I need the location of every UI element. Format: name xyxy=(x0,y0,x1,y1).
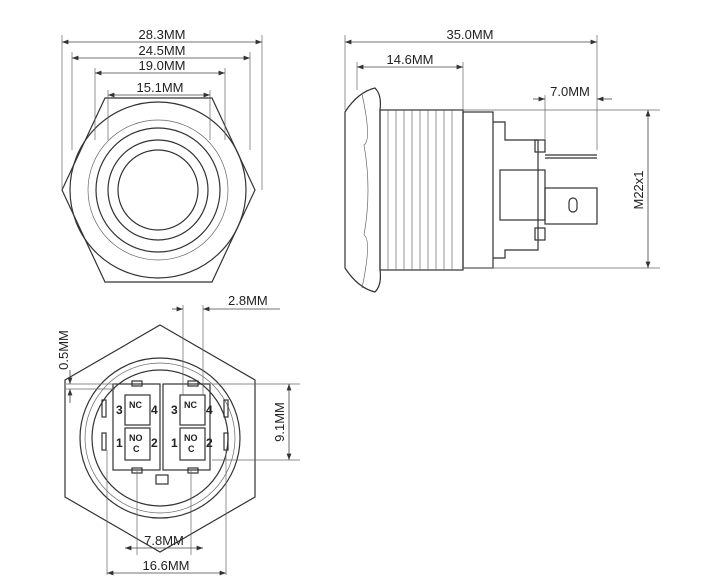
thread-spec: M22x1 xyxy=(631,170,646,209)
terminal-c-left: C xyxy=(133,444,140,454)
terminal-1-right: 1 xyxy=(171,436,178,450)
dim-2-8: 2.8MM xyxy=(228,293,268,308)
side-view: 35.0MM 14.6MM 7.0MM M22x1 xyxy=(344,27,660,293)
terminal-c-right: C xyxy=(188,444,195,454)
terminal-nc-right: NC xyxy=(184,400,197,410)
bottom-view: 3 NC 4 1 NO C 2 3 NC 4 1 NO C 2 2.8MM 0.… xyxy=(56,293,300,576)
terminal-nc-left: NC xyxy=(129,400,142,410)
dim-15-1: 15.1MM xyxy=(137,80,184,95)
terminal-2-left: 2 xyxy=(151,436,158,450)
dim-7-8: 7.8MM xyxy=(144,533,184,548)
terminal-no-left: NO xyxy=(129,433,143,443)
terminal-1-left: 1 xyxy=(116,436,123,450)
dim-14-6: 14.6MM xyxy=(387,52,434,67)
terminal-3-left: 3 xyxy=(116,403,123,417)
terminal-4-right: 4 xyxy=(206,403,213,417)
terminal-2-right: 2 xyxy=(206,436,213,450)
dim-35-0: 35.0MM xyxy=(447,27,494,42)
terminal-no-right: NO xyxy=(184,433,198,443)
dim-9-1: 9.1MM xyxy=(272,402,287,442)
terminal-4-left: 4 xyxy=(151,403,158,417)
dim-19-0: 19.0MM xyxy=(139,58,186,73)
dim-16-6: 16.6MM xyxy=(143,558,190,573)
dim-7-0: 7.0MM xyxy=(550,84,590,99)
front-view: 28.3MM 24.5MM 19.0MM 15.1MM xyxy=(61,27,263,283)
dim-0-5: 0.5MM xyxy=(56,330,71,370)
terminal-3-right: 3 xyxy=(171,403,178,417)
dim-24-5: 24.5MM xyxy=(139,43,186,58)
dim-28-3: 28.3MM xyxy=(139,27,186,42)
